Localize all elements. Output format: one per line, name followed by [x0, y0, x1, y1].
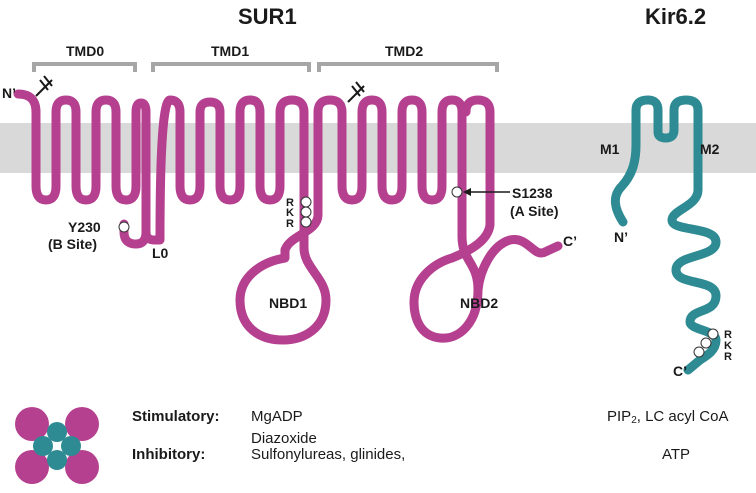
- kir-m2-label: M2: [700, 141, 720, 157]
- stimulatory-kir-text: PIP2, LC acyl CoA: [607, 408, 728, 426]
- sur1-rkr-dot: [300, 216, 312, 228]
- s1238-site-marker: [451, 186, 463, 198]
- tmd1-label: TMD1: [211, 43, 249, 59]
- kir-c-terminus-label: C’: [673, 363, 687, 379]
- sur1-c-terminus-label: C’: [563, 233, 577, 249]
- kir-rkr-letter: K: [724, 340, 732, 352]
- nbd2-label: NBD2: [460, 295, 498, 311]
- kir-chain: [610, 95, 721, 375]
- tmd0-bracket: [32, 62, 137, 72]
- inhibitory-kir-atp: ATP: [662, 446, 690, 463]
- kir-m1-label: M1: [600, 141, 620, 157]
- tmd0-label: TMD0: [66, 43, 104, 59]
- sur1-chain-cterm: [473, 235, 563, 295]
- s1238-label: S1238: [512, 185, 553, 201]
- glycosylation-mark-2: [347, 81, 365, 103]
- kir-rkr-dot: [700, 337, 712, 349]
- kir-rkr-dot: [693, 346, 705, 358]
- stimulatory-sur1-mgadp: MgADP: [251, 408, 303, 425]
- glycosylation-mark-1: [35, 75, 53, 97]
- kir-title: Kir6.2: [645, 4, 706, 29]
- sur1-rkr-dot: [300, 196, 312, 208]
- kir-rkr-dot: [707, 328, 719, 340]
- kir-n-terminus-label: N’: [614, 229, 628, 245]
- inhibitory-heading: Inhibitory:: [132, 446, 205, 463]
- y230-label: Y230: [68, 219, 101, 235]
- katp-octamer-icon: [15, 407, 99, 484]
- stimulatory-sur1-diazoxide: Diazoxide: [251, 430, 317, 447]
- sur1-rkr-letter: R: [286, 218, 294, 230]
- sur1-chain: [13, 89, 331, 345]
- tmd1-bracket: [151, 62, 311, 72]
- stimulatory-heading: Stimulatory:: [132, 408, 220, 425]
- kir-rkr-letter: R: [724, 351, 732, 363]
- sur1-n-terminus-label: N’: [2, 85, 16, 101]
- sur1-chain-nbd1-link: [280, 95, 495, 343]
- sur1-rkr-dot: [300, 206, 312, 218]
- tmd2-label: TMD2: [385, 43, 423, 59]
- sur1-title: SUR1: [238, 4, 297, 29]
- b-site-label: (B Site): [48, 236, 97, 252]
- tmd2-bracket: [317, 62, 499, 72]
- a-site-label: (A Site): [510, 203, 558, 219]
- y230-site-marker: [118, 221, 130, 233]
- l0-label: L0: [152, 245, 169, 261]
- sur1-rkr-letter: R: [286, 197, 294, 209]
- nbd1-label: NBD1: [269, 295, 307, 311]
- inhibitory-sur1-text: Sulfonylureas, glinides,: [251, 446, 405, 463]
- kir-rkr-letter: R: [724, 329, 732, 341]
- s1238-arrowhead: [463, 188, 471, 196]
- sur1-rkr-letter: K: [286, 207, 294, 219]
